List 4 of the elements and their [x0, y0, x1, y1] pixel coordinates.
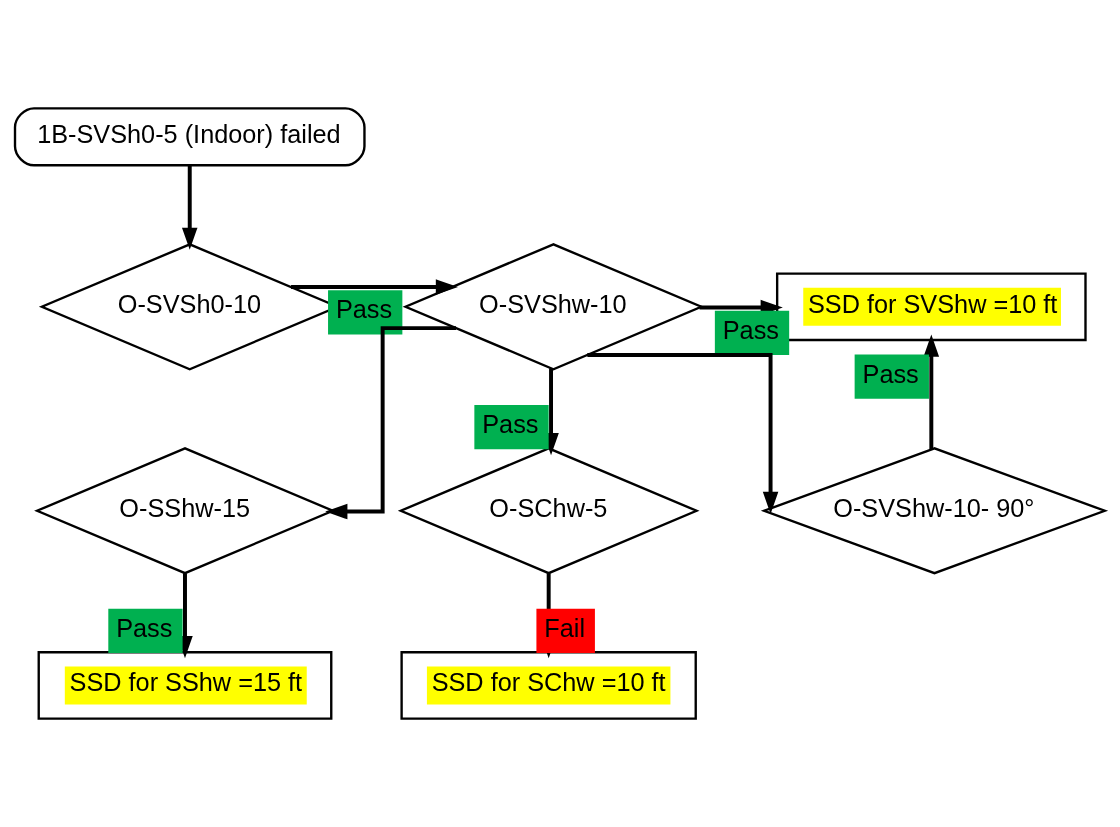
edge-label: Pass: [482, 410, 539, 439]
edge-label: Pass: [862, 359, 919, 388]
edge-label: Pass: [335, 295, 393, 324]
edge-label: Pass: [116, 613, 173, 642]
